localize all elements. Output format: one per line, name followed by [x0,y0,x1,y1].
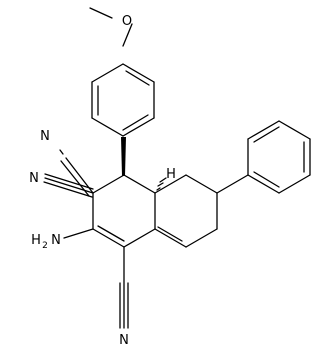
dihydro-ring [92,174,156,248]
amine-bond [63,228,94,239]
nitrile-n-top-label: N [40,129,50,144]
methoxy-oxygen-label: O [122,14,132,29]
nitrile-mid [43,173,94,198]
amine-n-label: N [51,233,61,248]
phenyl-ring [216,120,311,194]
wedge-bond-aryl [121,137,126,176]
stereo-hash-bond [156,177,167,191]
amine-subscript: 2 [42,241,48,251]
amine-h-label: H [31,233,41,248]
methoxy-group [89,7,133,47]
nitrile-n-bottom-label: N [119,333,129,348]
stereo-h-label: H [166,167,176,182]
cyclohexene-ring [154,174,218,248]
nitrile-n-mid-label: N [29,171,39,186]
nitrile-bottom [119,246,129,329]
methoxyphenyl-ring [91,63,155,137]
